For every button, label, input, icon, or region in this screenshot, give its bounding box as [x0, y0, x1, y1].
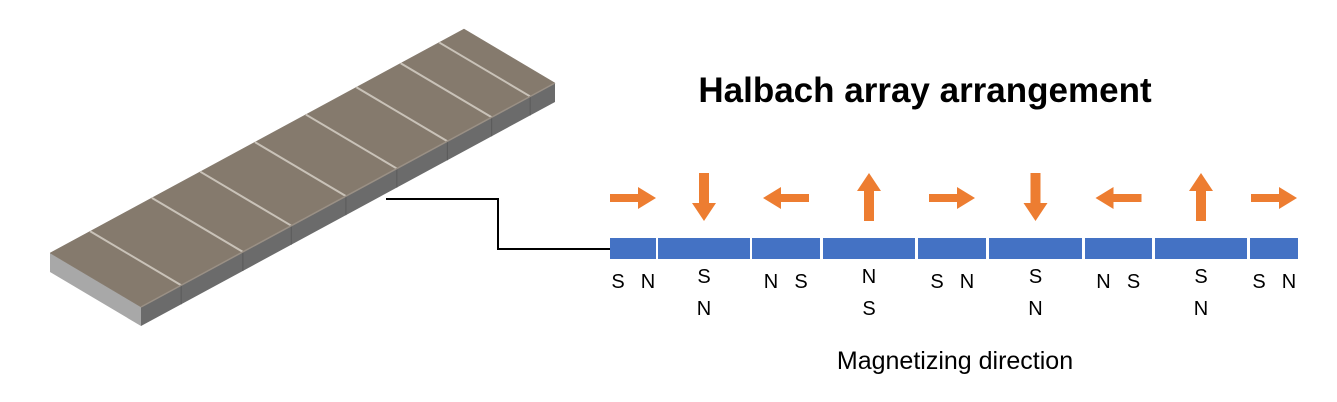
pole-label: N: [1194, 298, 1208, 320]
magnetization-arrow-right: [1251, 187, 1297, 209]
magnet-array-bar: [610, 238, 1298, 259]
pole-label: S: [1127, 271, 1140, 293]
pole-label: N: [1282, 271, 1296, 293]
magnetization-arrow-down: [692, 173, 716, 221]
magnet-segment: [1250, 238, 1298, 259]
arrow-shape: [857, 173, 881, 221]
slab-segment-groove: [89, 230, 182, 287]
pole-label: S: [1252, 271, 1265, 293]
slab-end-face: [50, 253, 141, 326]
arrow-shape: [610, 187, 656, 209]
pole-label: N: [697, 298, 711, 320]
magnet-segment: [658, 238, 750, 259]
magnetization-arrow-up: [1189, 173, 1213, 221]
slab-segment-groove: [438, 41, 531, 98]
magnetization-arrow-up: [857, 173, 881, 221]
pole-label: N: [862, 266, 876, 288]
caption: Magnetizing direction: [837, 347, 1073, 375]
magnetization-arrow-right: [929, 187, 975, 209]
pole-label: S: [930, 271, 943, 293]
pole-label: N: [960, 271, 974, 293]
pole-label: N: [764, 271, 778, 293]
connector-line: [386, 198, 610, 250]
arrow-shape: [763, 187, 809, 209]
slab-segment-groove: [305, 113, 398, 170]
magnet-segment: [989, 238, 1082, 259]
slab-segment-groove: [199, 170, 292, 227]
slab-segment-groove: [254, 141, 347, 197]
arrow-shape: [1023, 173, 1048, 221]
diagram-title: Halbach array arrangement: [698, 71, 1152, 110]
magnetization-arrow-down: [1023, 173, 1048, 221]
arrow-shape: [1095, 187, 1142, 209]
pole-label: S: [862, 298, 875, 320]
magnetization-arrow-left: [1095, 187, 1142, 209]
arrow-shape: [1251, 187, 1297, 209]
slab-segment-groove: [151, 197, 244, 253]
pole-label: S: [794, 271, 807, 293]
pole-label: N: [641, 271, 655, 293]
pole-label: N: [1028, 298, 1042, 320]
magnet-slab-illustration: [49, 28, 556, 326]
slab-edge: [140, 82, 556, 308]
magnetization-arrows: [610, 173, 1297, 221]
magnet-segment: [752, 238, 820, 259]
pole-label: S: [697, 266, 710, 288]
arrow-shape: [1189, 173, 1213, 221]
arrow-shape: [692, 173, 716, 221]
pole-label: S: [611, 271, 624, 293]
magnetization-arrow-left: [763, 187, 809, 209]
magnet-segment: [1085, 238, 1152, 259]
magnet-segment: [823, 238, 915, 259]
pole-label: S: [1029, 266, 1042, 288]
magnet-segment: [918, 238, 986, 259]
slab-front-face: [141, 83, 555, 326]
pole-label: S: [1194, 266, 1207, 288]
slab-segment-groove: [400, 62, 493, 119]
magnet-segment: [1155, 238, 1247, 259]
slab-segment-groove: [355, 86, 448, 143]
arrow-shape: [929, 187, 975, 209]
magnet-segment: [610, 238, 656, 259]
pole-label: N: [1096, 271, 1110, 293]
magnetization-arrow-right: [610, 187, 656, 209]
